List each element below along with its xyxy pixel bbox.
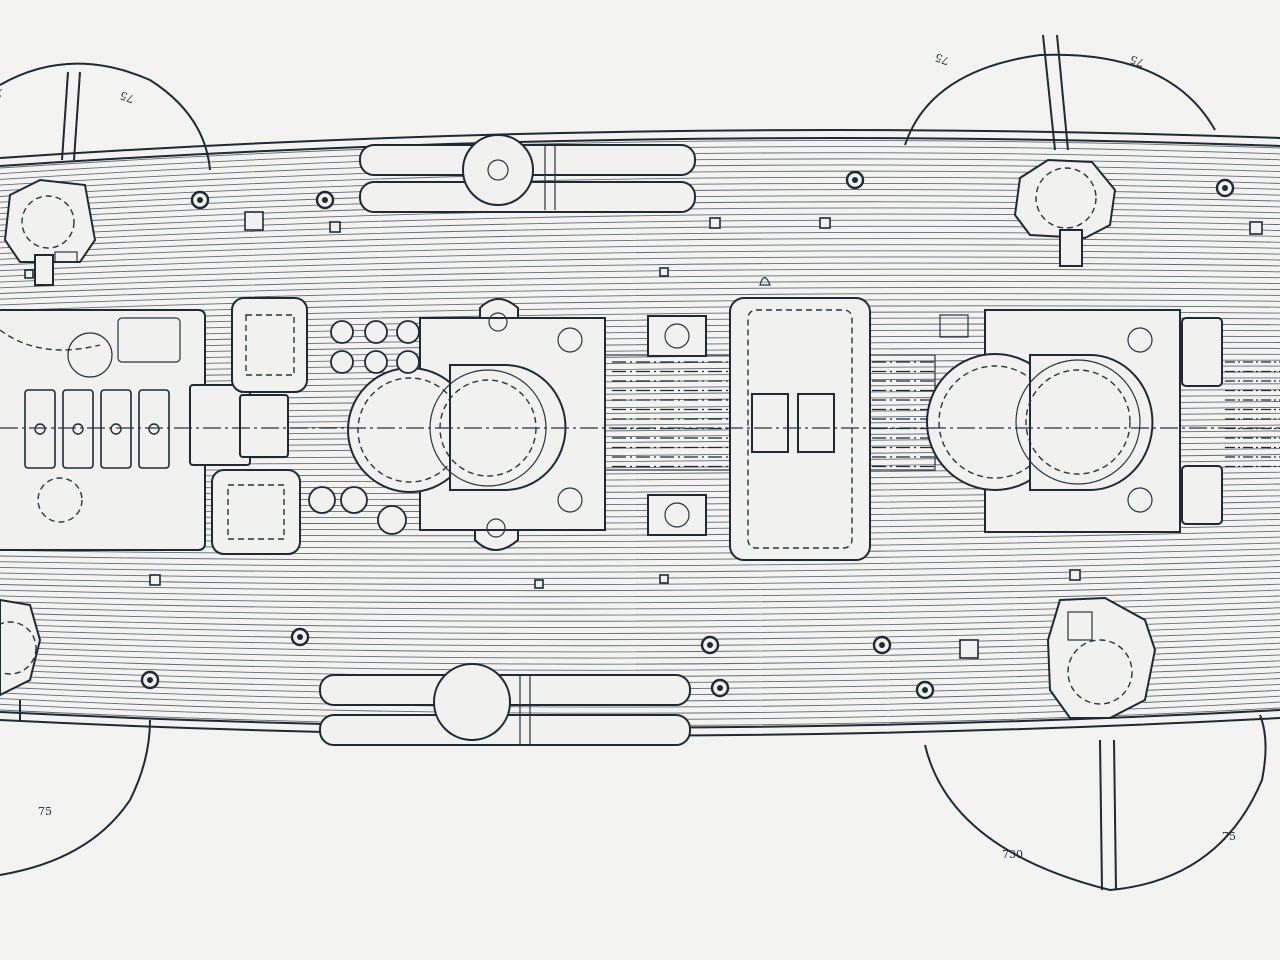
deckhouse-center	[647, 276, 871, 561]
turret-aft	[926, 309, 1223, 533]
ventilator-cluster	[308, 320, 420, 535]
angle-labels: 75 75 75 75 75 730 75	[0, 50, 1236, 861]
deck-fittings	[24, 170, 1263, 700]
boat-bottom	[319, 663, 691, 746]
lockers-row	[24, 389, 275, 469]
swing-arcs	[0, 53, 1267, 892]
davit-arms	[19, 34, 1117, 891]
angle-label-bottom-right-a: 730	[1002, 848, 1023, 861]
angle-label-bottom-right-b: 75	[1222, 830, 1236, 843]
angle-label-bottom-left: 75	[38, 805, 52, 818]
angle-label-top-right-a: 75	[933, 50, 951, 67]
gun-mount-top-right	[1013, 158, 1117, 267]
superstructure-left	[0, 309, 289, 551]
gun-mount-bottom-left	[0, 598, 42, 697]
angle-label-top-left-b: 75	[0, 82, 5, 99]
gun-mount-top-left	[3, 178, 97, 286]
angle-label-top-right-b: 75	[1128, 52, 1146, 69]
hatches	[211, 297, 308, 555]
boat-top	[359, 134, 696, 213]
angle-label-top-left: 75	[118, 88, 136, 105]
gun-mount-bottom-right	[1046, 596, 1157, 719]
